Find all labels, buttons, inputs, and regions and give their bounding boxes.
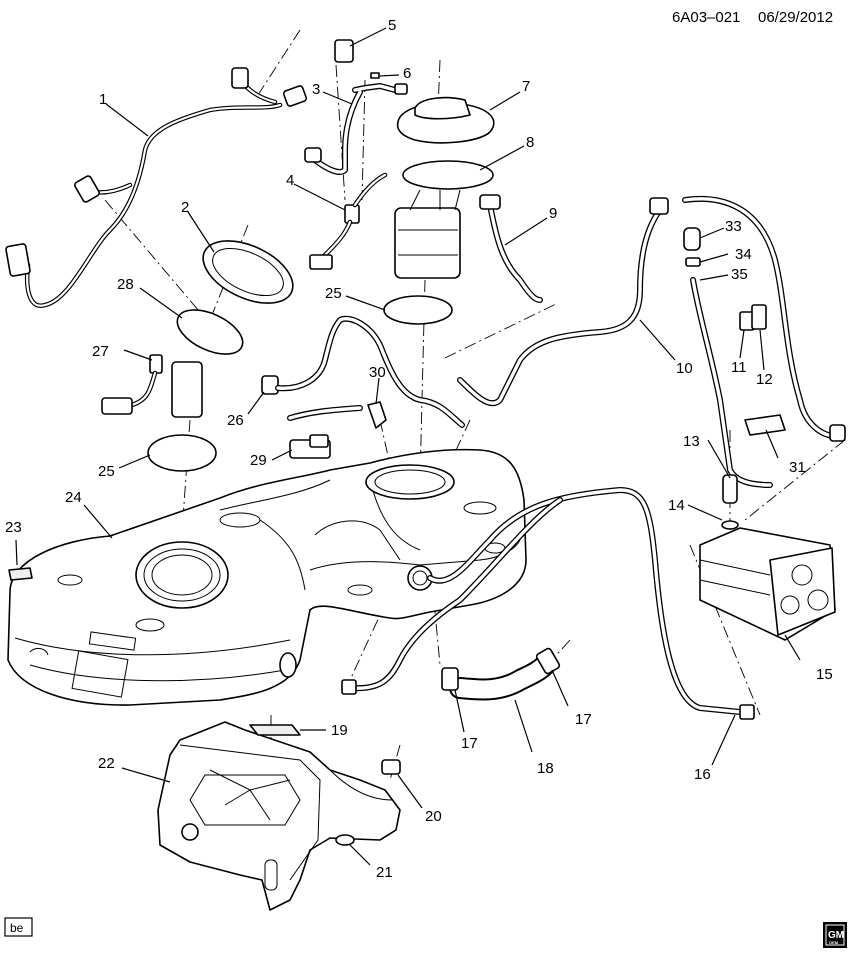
clamp-small [685, 257, 701, 267]
callout-21: 21 [376, 864, 393, 881]
callout-6: 6 [403, 65, 411, 82]
callout-24: 24 [65, 489, 82, 506]
gm-logo-subtext: OEM [829, 940, 839, 945]
callout-29: 29 [250, 452, 267, 469]
callout-7: 7 [522, 78, 530, 95]
canister-vent-hose [690, 277, 773, 488]
callout-9: 9 [549, 205, 557, 222]
hose-clamp-right [535, 647, 561, 675]
vent-elbow [367, 401, 387, 429]
callout-27: 27 [92, 343, 109, 360]
corner-label-box [4, 917, 33, 937]
callout-25-lower: 25 [98, 463, 115, 480]
diagram-id: 6A03–021 [672, 9, 740, 26]
callout-35: 35 [731, 266, 748, 283]
callout-11: 11 [731, 359, 747, 376]
leader-lines [15, 27, 801, 866]
callout-14: 14 [668, 497, 685, 514]
callout-25-upper: 25 [325, 285, 342, 302]
jumper-connector [261, 375, 279, 395]
diagram-date: 06/29/2012 [758, 9, 833, 26]
fuel-tank-vent-line [457, 195, 846, 442]
callout-4: 4 [286, 172, 294, 189]
wiring-harness [5, 67, 308, 308]
vent-solenoid [722, 474, 738, 504]
callout-18: 18 [537, 760, 554, 777]
module-vent-hose [479, 194, 543, 303]
callout-26: 26 [227, 412, 244, 429]
fuel-tank [7, 448, 527, 706]
canister-bracket [744, 414, 786, 436]
evap-canister [699, 527, 836, 641]
gm-logo-text: GM [828, 930, 844, 941]
callout-2: 2 [181, 199, 189, 216]
callout-19: 19 [331, 722, 348, 739]
sender-lock-ring [202, 240, 294, 304]
callout-34: 34 [735, 246, 752, 263]
callout-12: 12 [756, 371, 773, 388]
solenoid-seal [721, 520, 739, 530]
callout-16: 16 [694, 766, 711, 783]
callout-10: 10 [676, 360, 693, 377]
callout-3: 3 [312, 81, 320, 98]
evap-purge-line [341, 487, 755, 720]
fuel-pump-jumper-harness [275, 315, 465, 428]
filter-cap [683, 227, 701, 251]
fastener-clip [335, 834, 355, 846]
callout-5: 5 [388, 17, 396, 34]
callout-33: 33 [725, 218, 742, 235]
callout-17-right: 17 [575, 711, 592, 728]
hose-clamp-left [441, 667, 459, 691]
callout-30: 30 [369, 364, 386, 381]
callout-13: 13 [683, 433, 700, 450]
callout-1: 1 [99, 91, 107, 108]
vent-valve [751, 304, 767, 330]
fuel-pump-lock-ring [396, 96, 495, 144]
heat-shield [157, 721, 401, 911]
fuel-feed-pipe [304, 83, 408, 175]
callout-23: 23 [5, 519, 22, 536]
callout-15: 15 [816, 666, 833, 683]
filler-hose [449, 654, 556, 701]
o-ring-small [370, 72, 380, 79]
gm-logo: GM OEM [823, 922, 847, 948]
callout-31: 31 [789, 459, 806, 476]
callout-22: 22 [98, 755, 115, 772]
callout-8: 8 [526, 134, 534, 151]
push-pin-retainer [381, 759, 401, 775]
insulator-pad [249, 724, 301, 736]
fuel-level-sender [101, 309, 244, 418]
fuel-feed-fitting [334, 39, 354, 63]
callout-17-left: 17 [461, 735, 478, 752]
callout-20: 20 [425, 808, 442, 825]
fuel-pump-module [309, 160, 494, 279]
callout-28: 28 [117, 276, 134, 293]
tank-pad [8, 567, 33, 581]
corner-label: be [10, 921, 24, 935]
